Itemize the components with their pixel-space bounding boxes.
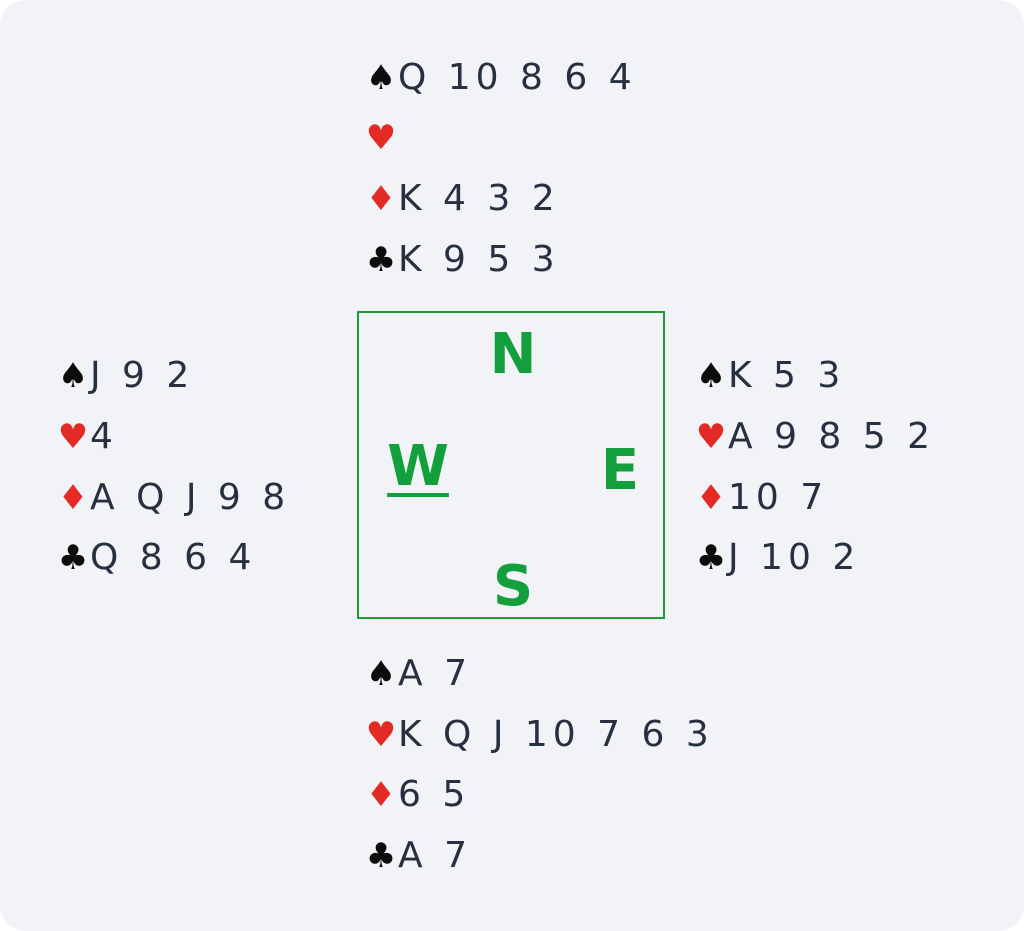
south-clubs-row: ♣A 7 xyxy=(364,834,472,878)
club-icon: ♣ xyxy=(695,538,727,578)
east-spades-row: ♠K 5 3 xyxy=(694,354,845,398)
compass-west-label-dealer: W xyxy=(387,434,449,499)
east-spades-cards: K 5 3 xyxy=(728,355,846,396)
heart-icon: ♥ xyxy=(365,118,397,158)
east-diamonds-row: ♦10 7 xyxy=(694,476,828,520)
diamond-icon: ♦ xyxy=(365,179,397,219)
diamond-icon: ♦ xyxy=(695,478,727,518)
compass-box: N W E S xyxy=(357,311,665,619)
east-diamonds-cards: 10 7 xyxy=(728,477,829,518)
north-spades-cards: Q 10 8 6 4 xyxy=(398,57,637,98)
club-icon: ♣ xyxy=(57,538,89,578)
heart-icon: ♥ xyxy=(365,715,397,755)
north-clubs-cards: K 9 5 3 xyxy=(398,239,560,280)
north-diamonds-cards: K 4 3 2 xyxy=(398,178,560,219)
east-hearts-row: ♥A 9 8 5 2 xyxy=(694,415,935,459)
spade-icon: ♠ xyxy=(365,654,397,694)
spade-icon: ♠ xyxy=(695,356,727,396)
south-spades-row: ♠A 7 xyxy=(364,652,472,696)
north-diamonds-row: ♦K 4 3 2 xyxy=(364,177,560,221)
east-clubs-row: ♣J 10 2 xyxy=(694,536,860,580)
east-clubs-cards: J 10 2 xyxy=(728,537,861,578)
compass-south-label: S xyxy=(492,554,534,619)
compass-north-label: N xyxy=(489,322,537,387)
south-hearts-row: ♥K Q J 10 7 6 3 xyxy=(364,713,714,757)
west-clubs-cards: Q 8 6 4 xyxy=(90,537,257,578)
south-diamonds-row: ♦6 5 xyxy=(364,773,470,817)
west-hearts-cards: 4 xyxy=(90,416,118,457)
west-clubs-row: ♣Q 8 6 4 xyxy=(56,536,256,580)
north-clubs-row: ♣K 9 5 3 xyxy=(364,238,560,282)
diamond-icon: ♦ xyxy=(365,775,397,815)
west-diamonds-row: ♦A Q J 9 8 xyxy=(56,476,290,520)
south-hearts-cards: K Q J 10 7 6 3 xyxy=(398,714,714,755)
diamond-icon: ♦ xyxy=(57,478,89,518)
compass-east-label: E xyxy=(600,438,640,503)
spade-icon: ♠ xyxy=(57,356,89,396)
heart-icon: ♥ xyxy=(695,417,727,457)
west-spades-row: ♠J 9 2 xyxy=(56,354,194,398)
north-hearts-row: ♥ xyxy=(364,116,398,160)
north-spades-row: ♠Q 10 8 6 4 xyxy=(364,56,637,100)
west-diamonds-cards: A Q J 9 8 xyxy=(90,477,291,518)
club-icon: ♣ xyxy=(365,836,397,876)
south-clubs-cards: A 7 xyxy=(398,835,472,876)
club-icon: ♣ xyxy=(365,240,397,280)
south-diamonds-cards: 6 5 xyxy=(398,774,471,815)
south-spades-cards: A 7 xyxy=(398,653,472,694)
west-hearts-row: ♥4 xyxy=(56,415,118,459)
west-spades-cards: J 9 2 xyxy=(90,355,195,396)
heart-icon: ♥ xyxy=(57,417,89,457)
spade-icon: ♠ xyxy=(365,58,397,98)
east-hearts-cards: A 9 8 5 2 xyxy=(728,416,936,457)
